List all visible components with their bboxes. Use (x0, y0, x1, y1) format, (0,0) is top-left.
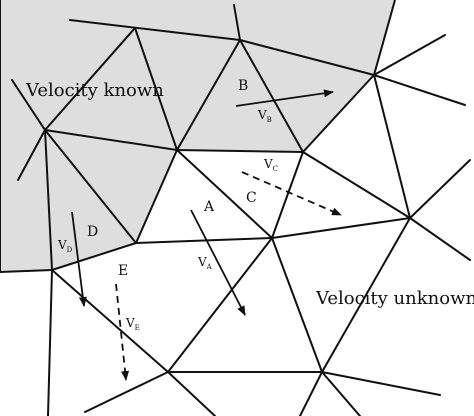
velocity-label-d: VD (57, 238, 73, 254)
velocity-label-b: VB (257, 108, 272, 124)
velocity-arrow-e (115, 283, 130, 381)
node-label-b: B (238, 78, 248, 94)
node-label-c: C (246, 190, 257, 206)
node-label-d: D (87, 224, 98, 240)
velocity-arrow-c (241, 171, 342, 216)
velocity-arrow-b (235, 89, 334, 107)
known-region-boundary (0, 0, 53, 274)
velocity-arrows (71, 89, 342, 381)
unknown-region-label: Velocity unknown (315, 288, 474, 309)
known-region-label: Velocity known (25, 80, 164, 101)
known-region (0, 0, 395, 272)
velocity-label-a: VA (197, 255, 213, 271)
velocity-arrow-a (190, 209, 246, 316)
velocity-label-c: VC (263, 157, 278, 173)
node-label-a: A (203, 199, 215, 215)
velocity-label-e: VE (125, 316, 140, 332)
velocity-arrow-d (71, 211, 87, 307)
node-label-e: E (118, 263, 128, 279)
